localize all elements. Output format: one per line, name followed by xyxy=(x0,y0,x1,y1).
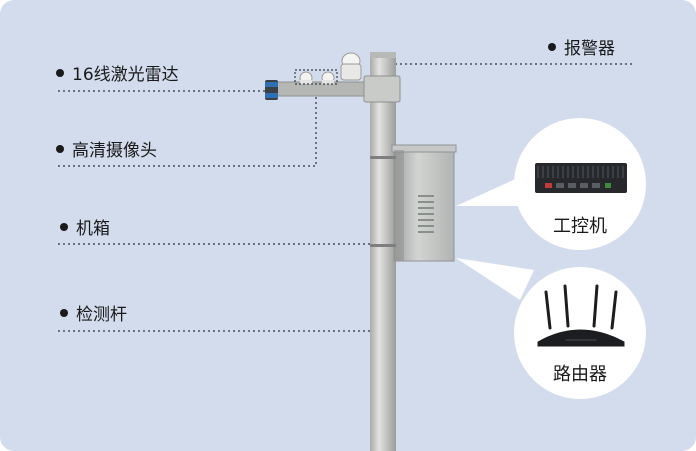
label-cabinet: 机箱 xyxy=(60,214,110,239)
bullet-dot xyxy=(56,144,64,153)
bullet-dot xyxy=(60,308,68,317)
mounting-arm xyxy=(265,52,401,103)
leader-lines xyxy=(58,63,632,332)
bullet-dot xyxy=(60,222,68,231)
callout-ipc-label: 工控机 xyxy=(553,216,607,237)
bullet-dot xyxy=(548,42,556,51)
bullet-dot xyxy=(56,68,64,77)
label-camera-text: 高清摄像头 xyxy=(72,141,157,161)
label-alarm-text: 报警器 xyxy=(564,39,615,59)
label-alarm: 报警器 xyxy=(548,34,615,59)
label-lidar: 16线激光雷达 xyxy=(56,60,179,85)
callout-router-label: 路由器 xyxy=(553,364,607,385)
label-cabinet-text: 机箱 xyxy=(76,219,110,239)
detection-pole xyxy=(370,52,396,451)
equipment-cabinet xyxy=(370,144,457,262)
label-camera: 高清摄像头 xyxy=(56,136,157,161)
connector-router xyxy=(456,258,534,300)
label-pole: 检测杆 xyxy=(60,300,127,325)
ipc-device-image xyxy=(535,163,627,193)
label-lidar-text: 16线激光雷达 xyxy=(72,65,179,85)
leader-camera xyxy=(58,96,317,167)
label-pole-text: 检测杆 xyxy=(76,305,127,325)
router-device-image xyxy=(537,284,625,347)
